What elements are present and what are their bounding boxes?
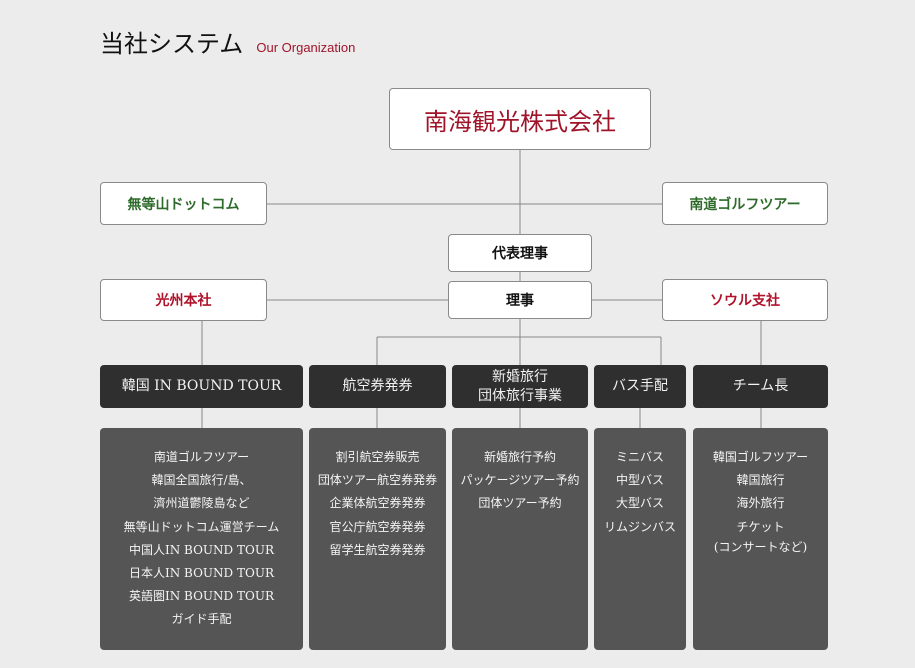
list-item: 新婚旅行予約 bbox=[483, 450, 556, 464]
list-item: 無等山ドットコム運営チーム bbox=[123, 519, 280, 534]
list-item: チケット bbox=[736, 519, 785, 534]
detail-bus-list: ミニバス 中型バス 大型バス リムジンバス bbox=[594, 428, 686, 650]
dept-honeymoon-line2: 団体旅行事業 bbox=[478, 387, 562, 404]
representative-box: 代表理事 bbox=[448, 234, 592, 272]
affiliate-right-box: 南道ゴルフツアー bbox=[662, 182, 828, 225]
list-item: (コンサートなど) bbox=[713, 539, 808, 554]
title-subtitle: Our Organization bbox=[256, 40, 356, 55]
list-item: リムジンバス bbox=[603, 519, 676, 534]
branch-left-label: 光州本社 bbox=[155, 293, 212, 309]
director-label: 理事 bbox=[506, 293, 534, 309]
dept-bus-box: バス手配 bbox=[594, 365, 686, 408]
detail-honeymoon-list: 新婚旅行予約 パッケージツアー予約 団体ツアー予約 bbox=[452, 428, 588, 650]
dept-honeymoon-line1: 新婚旅行 bbox=[492, 368, 548, 385]
dept-inbound-box: 韓国 IN BOUND TOUR bbox=[100, 365, 303, 408]
branch-right-box: ソウル支社 bbox=[662, 279, 828, 321]
detail-teamlead-list: 韓国ゴルフツアー 韓国旅行 海外旅行 チケット (コンサートなど) bbox=[693, 428, 828, 650]
list-item: 中国人IN BOUND TOUR bbox=[129, 542, 274, 557]
list-item: 日本人IN BOUND TOUR bbox=[129, 566, 274, 581]
list-item: 官公庁航空券発券 bbox=[329, 519, 426, 534]
list-item: 海外旅行 bbox=[736, 496, 785, 511]
list-item: 大型バス bbox=[615, 496, 664, 511]
root-company-label: 南海観光株式会社 bbox=[424, 107, 616, 136]
dept-inbound-label: 韓国 IN BOUND TOUR bbox=[121, 378, 282, 394]
dept-bus-label: バス手配 bbox=[612, 378, 668, 394]
list-item: 濟州道鬱陵島など bbox=[153, 496, 250, 511]
list-item: 団体ツアー航空券発券 bbox=[317, 473, 438, 488]
list-item: 団体ツアー予約 bbox=[478, 496, 562, 511]
branch-left-box: 光州本社 bbox=[100, 279, 267, 321]
list-item: 韓国全国旅行/島、 bbox=[151, 473, 252, 488]
detail-airline-list: 割引航空券販売 団体ツアー航空券発券 企業体航空券発券 官公庁航空券発券 留学生… bbox=[309, 428, 446, 650]
affiliate-right-label: 南道ゴルフツアー bbox=[689, 196, 801, 213]
title-main: 当社システム bbox=[100, 30, 244, 58]
list-item: ミニバス bbox=[615, 450, 664, 464]
branch-right-label: ソウル支社 bbox=[710, 293, 780, 309]
page-title: 当社システム Our Organization bbox=[100, 24, 355, 59]
list-item: 韓国旅行 bbox=[736, 473, 785, 488]
list-item: 割引航空券販売 bbox=[335, 450, 420, 464]
list-item: 留学生航空券発券 bbox=[329, 542, 426, 557]
list-item: パッケージツアー予約 bbox=[460, 473, 580, 488]
affiliate-left-label: 無等山ドットコム bbox=[127, 196, 240, 213]
detail-inbound-list: 南道ゴルフツアー 韓国全国旅行/島、 濟州道鬱陵島など 無等山ドットコム運営チー… bbox=[100, 428, 303, 650]
list-item: 企業体航空券発券 bbox=[329, 496, 426, 511]
list-item: 中型バス bbox=[615, 473, 664, 488]
affiliate-left-box: 無等山ドットコム bbox=[100, 182, 267, 225]
root-company-box: 南海観光株式会社 bbox=[389, 88, 651, 150]
list-item: 南道ゴルフツアー bbox=[153, 450, 250, 464]
list-item: 英語圏IN BOUND TOUR bbox=[129, 589, 274, 604]
list-item: ガイド手配 bbox=[171, 612, 232, 627]
dept-teamlead-box: チーム長 bbox=[693, 365, 828, 408]
representative-label: 代表理事 bbox=[492, 246, 548, 262]
dept-honeymoon-label: 新婚旅行 団体旅行事業 bbox=[478, 368, 562, 406]
list-item: 韓国ゴルフツアー bbox=[712, 450, 809, 464]
dept-honeymoon-box: 新婚旅行 団体旅行事業 bbox=[452, 365, 588, 408]
dept-airline-box: 航空券発券 bbox=[309, 365, 446, 408]
dept-airline-label: 航空券発券 bbox=[342, 378, 413, 394]
dept-teamlead-label: チーム長 bbox=[732, 378, 789, 394]
director-box: 理事 bbox=[448, 281, 592, 319]
